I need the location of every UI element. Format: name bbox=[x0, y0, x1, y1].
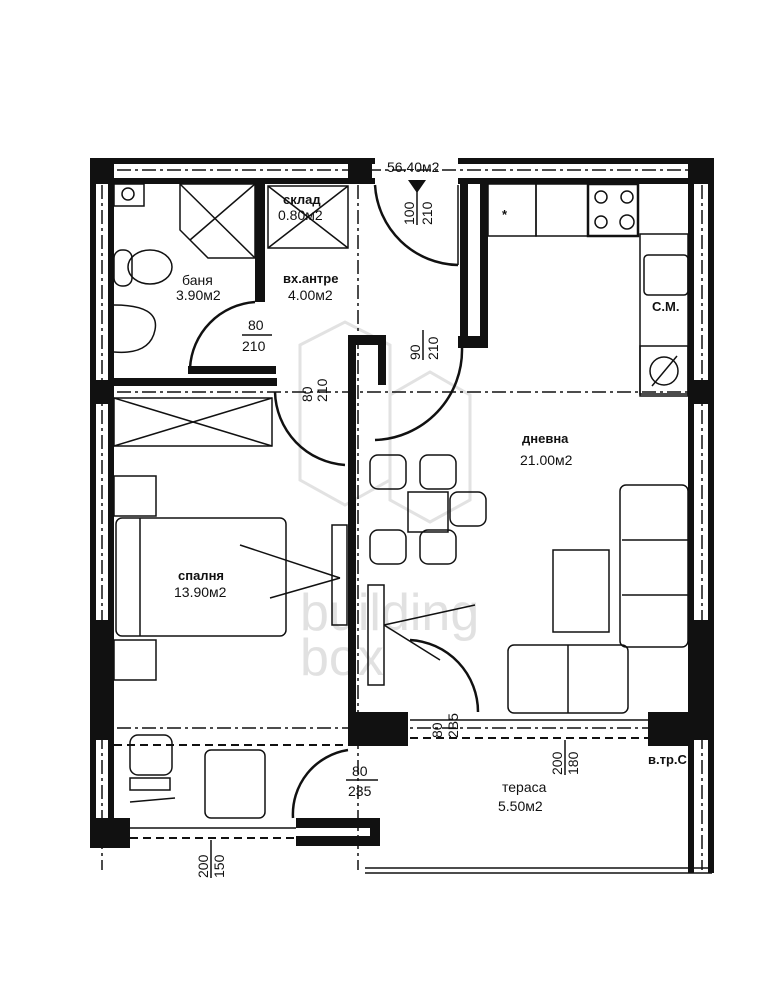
shaft-label: в.тр.С bbox=[648, 752, 688, 767]
dimension-labels: 100 210 80 210 90 210 80 210 80 2В5 80 2… bbox=[195, 180, 581, 878]
doors bbox=[188, 184, 480, 819]
living-name: дневна bbox=[522, 431, 569, 446]
total-area: 56.40м2 bbox=[387, 159, 440, 175]
bedroom-door-height: 210 bbox=[314, 378, 330, 402]
watermark-line2: box bbox=[300, 629, 384, 687]
storage-name: склад bbox=[283, 192, 321, 207]
terrace-name: тераса bbox=[502, 779, 547, 795]
bath-door-width: 80 bbox=[248, 317, 264, 333]
entrance-area: 4.00м2 bbox=[288, 287, 333, 303]
bedroom-window-width: 200 bbox=[195, 854, 211, 878]
room-labels: 56.40м2 склад 0.80м2 баня 3.90м2 вх.антр… bbox=[174, 159, 688, 814]
terrace-living-door-height: 2В5 bbox=[445, 713, 461, 738]
terrace-bedroom-door-width: 80 bbox=[352, 763, 368, 779]
living-area: 21.00м2 bbox=[520, 452, 573, 468]
fridge-symbol: * bbox=[502, 207, 508, 222]
terrace-living-door-width: 80 bbox=[429, 722, 445, 738]
bedroom-door-width: 80 bbox=[299, 386, 315, 402]
living-door-width: 90 bbox=[407, 344, 423, 360]
fixtures: * С.М. bbox=[113, 182, 689, 819]
storage-area: 0.80м2 bbox=[278, 207, 323, 223]
living-door-height: 210 bbox=[425, 336, 441, 360]
entrance-name: вх.антре bbox=[283, 271, 338, 286]
living-window-width: 200 bbox=[549, 751, 565, 775]
living-window-height: 180 bbox=[565, 751, 581, 775]
bedroom-area: 13.90м2 bbox=[174, 584, 227, 600]
washing-machine-label: С.М. bbox=[652, 299, 679, 314]
entry-door-height: 210 bbox=[419, 201, 435, 225]
walls bbox=[90, 158, 714, 874]
terrace-bedroom-door-height: 235 bbox=[348, 783, 372, 799]
bedroom-window-height: 150 bbox=[211, 854, 227, 878]
entry-door-width: 100 bbox=[401, 201, 417, 225]
axis-lines bbox=[92, 160, 712, 870]
bathroom-name: баня bbox=[182, 272, 213, 288]
watermark: building box bbox=[298, 320, 479, 687]
watermark-line1: building bbox=[300, 584, 479, 642]
terrace-area: 5.50м2 bbox=[498, 798, 543, 814]
bathroom-area: 3.90м2 bbox=[176, 287, 221, 303]
bedroom-name: спалня bbox=[178, 568, 224, 583]
bath-door-height: 210 bbox=[242, 338, 266, 354]
